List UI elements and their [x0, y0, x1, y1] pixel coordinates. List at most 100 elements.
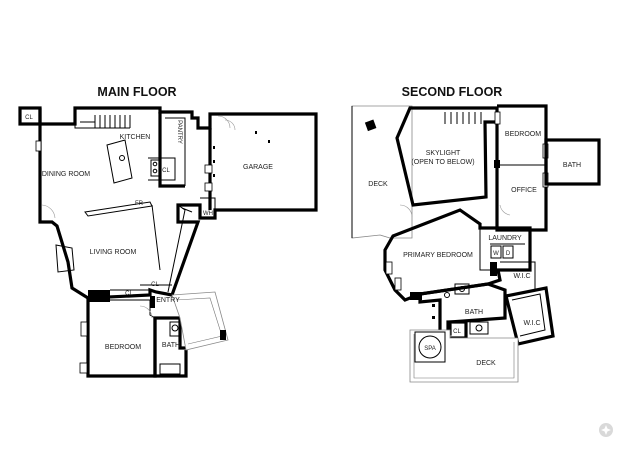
deck-post — [432, 304, 435, 307]
compass-icon — [599, 423, 613, 437]
label-wic-2: W.I.C — [523, 320, 540, 327]
bedroom-window — [79, 362, 88, 374]
office-door-swing — [499, 204, 511, 216]
deck-door-swing — [399, 204, 413, 218]
pantry-shelf — [165, 117, 186, 186]
washer-icon — [490, 245, 502, 259]
porch-post — [220, 330, 226, 340]
bath-mid-walls — [418, 282, 507, 336]
wall-post — [494, 160, 500, 168]
bath-walls — [153, 318, 188, 378]
deck-bottom — [409, 329, 519, 383]
hall-closet-wall — [88, 299, 156, 319]
closet-kitchen-wall — [148, 157, 176, 181]
label-fr: FR — [135, 201, 144, 207]
toilet-bowl-icon — [171, 324, 179, 332]
wall-post — [410, 292, 422, 300]
primary-window — [385, 261, 393, 275]
burner-icon — [152, 161, 158, 167]
stairs-second — [444, 112, 482, 124]
label-closet-second: CL — [453, 329, 461, 335]
entry-porch — [171, 291, 229, 351]
skylight-outline — [395, 106, 499, 207]
label-skylight: SKYLIGHT — [426, 150, 461, 157]
label-laundry: LAUNDRY — [488, 235, 522, 242]
label-bath-right: BATH — [563, 162, 581, 169]
spa-tub-icon — [418, 335, 442, 359]
sink-icon — [444, 292, 450, 298]
garage-door-markers — [213, 131, 270, 177]
label-dining-room: DINING ROOM — [42, 171, 90, 178]
wall-post — [490, 262, 497, 276]
garage-door-swing — [217, 115, 231, 129]
pantry-wall — [158, 112, 185, 188]
label-skylight-note: (OPEN TO BELOW) — [411, 159, 474, 166]
entry-porch-inner — [175, 297, 223, 345]
garage-window — [204, 164, 213, 174]
hall-door-swing — [139, 305, 153, 319]
stairs-main — [80, 115, 131, 128]
toilet-icon — [475, 324, 483, 332]
toilet-icon — [169, 321, 181, 337]
label-office: OFFICE — [511, 187, 537, 194]
spa-surround — [414, 331, 446, 363]
bedroom-window — [494, 111, 501, 125]
bathtub-icon — [469, 321, 489, 335]
label-primary-bedroom: PRIMARY BEDROOM — [403, 252, 473, 259]
kitchen-wall — [74, 124, 130, 129]
burner-icon — [152, 168, 158, 174]
closet-top-left — [18, 106, 42, 126]
label-closet-hall-2: CL — [151, 282, 159, 288]
wall-post — [88, 290, 110, 302]
living-diagonal-window — [181, 207, 193, 213]
main-floor-title: MAIN FLOOR — [97, 85, 176, 99]
wic-2-walls — [504, 286, 555, 346]
label-bath-mid: BATH — [465, 309, 483, 316]
living-side-unit — [55, 244, 75, 273]
bedroom-office-walls — [495, 104, 548, 232]
primary-window — [394, 277, 402, 291]
label-closet-kitchen: CL — [162, 168, 170, 174]
living-window-line — [151, 204, 161, 271]
garage-window — [204, 182, 213, 192]
label-bath-main: BATH — [162, 342, 180, 349]
label-deck-left: DECK — [368, 181, 388, 188]
wic-2-shelf — [511, 293, 546, 337]
label-deck-bottom: DECK — [476, 360, 496, 367]
sink-icon — [119, 155, 125, 161]
second-floor-title: SECOND FLOOR — [402, 85, 503, 99]
sink-icon — [459, 286, 465, 292]
bath-right-walls — [544, 138, 601, 186]
primary-bedroom-walls — [383, 208, 532, 302]
living-diagonal-window — [167, 204, 186, 293]
label-bedroom-main: BEDROOM — [105, 344, 141, 351]
vanity-icon — [159, 363, 181, 375]
label-washer: W — [493, 251, 499, 257]
label-closet-top-left: CL — [25, 115, 33, 121]
dryer-icon — [502, 245, 514, 259]
main-floor-outer-wall — [38, 106, 318, 300]
label-entry: ENTRY — [156, 297, 180, 304]
vanity-icon — [454, 283, 470, 295]
main-floor-plan: MAIN FLOOR — [18, 85, 318, 378]
label-kitchen: KITCHEN — [120, 134, 151, 141]
label-spa: SPA — [424, 346, 436, 352]
label-dryer: D — [506, 251, 511, 257]
deck-post — [364, 119, 377, 132]
label-closet-hall-1: CL — [125, 291, 133, 297]
label-water-heater: WH — [203, 211, 213, 217]
dining-door-swing — [41, 204, 56, 219]
deck-bottom-inner — [413, 334, 515, 379]
wh-closet — [200, 197, 216, 218]
deck-post — [432, 316, 435, 319]
label-pantry: PANTRY — [176, 120, 182, 144]
dining-window — [35, 140, 42, 152]
kitchen-island — [106, 139, 133, 184]
stove-icon — [150, 159, 160, 177]
label-garage: GARAGE — [243, 164, 273, 171]
label-living-room: LIVING ROOM — [90, 249, 137, 256]
label-bedroom-second: BEDROOM — [505, 131, 541, 138]
bedroom-window — [80, 321, 88, 337]
